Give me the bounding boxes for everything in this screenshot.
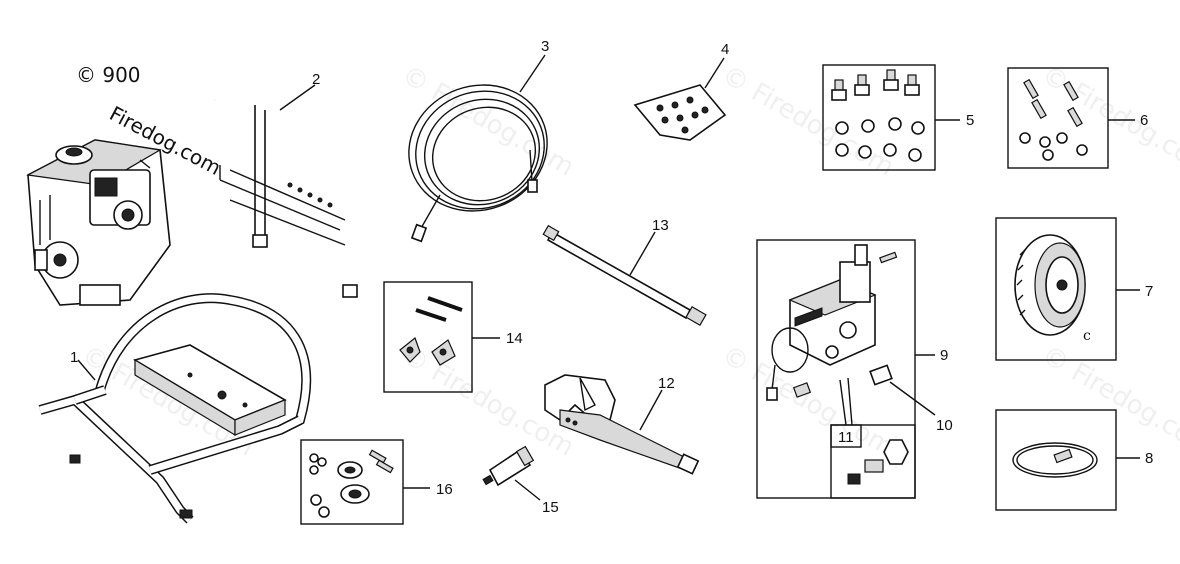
callout-6: 6 xyxy=(1140,112,1148,129)
watermark-text: © Firedog.com xyxy=(717,340,899,463)
part-9-pump[interactable] xyxy=(757,240,935,498)
part-4-hardware-bag[interactable] xyxy=(635,58,725,140)
callout-11: 11 xyxy=(838,429,854,446)
svg-text:c: c xyxy=(1083,328,1091,344)
callout-8: 8 xyxy=(1145,450,1153,467)
callout-13: 13 xyxy=(652,217,669,234)
copyright-line: © 900 xyxy=(76,63,141,87)
part-8-oring[interactable] xyxy=(996,410,1140,510)
callout-16: 16 xyxy=(436,481,453,498)
part-2-handle[interactable] xyxy=(215,85,357,300)
part-10-fitting[interactable] xyxy=(870,365,935,415)
part-12-spray-gun[interactable] xyxy=(545,375,698,474)
part-15-nozzle[interactable] xyxy=(483,447,540,500)
callout-3: 3 xyxy=(541,38,549,55)
callout-15: 15 xyxy=(542,499,559,516)
callout-7: 7 xyxy=(1145,283,1153,300)
watermark-text: © Firedog.com xyxy=(397,60,579,183)
part-7-wheel[interactable]: c xyxy=(996,218,1140,360)
callout-5: 5 xyxy=(966,112,974,129)
callout-10: 10 xyxy=(936,417,953,434)
engine-part[interactable] xyxy=(28,140,170,305)
callout-4: 4 xyxy=(721,41,729,58)
watermark-text: © Firedog.com xyxy=(1037,340,1180,463)
part-13-wand[interactable] xyxy=(543,226,706,326)
part-16-bearing-kit[interactable] xyxy=(301,440,430,524)
callout-14: 14 xyxy=(506,330,523,347)
callout-12: 12 xyxy=(658,375,675,392)
callout-1: 1 xyxy=(70,349,78,366)
part-5-hardware-kit[interactable] xyxy=(823,65,960,170)
callout-2: 2 xyxy=(312,71,320,88)
callout-9: 9 xyxy=(940,347,948,364)
